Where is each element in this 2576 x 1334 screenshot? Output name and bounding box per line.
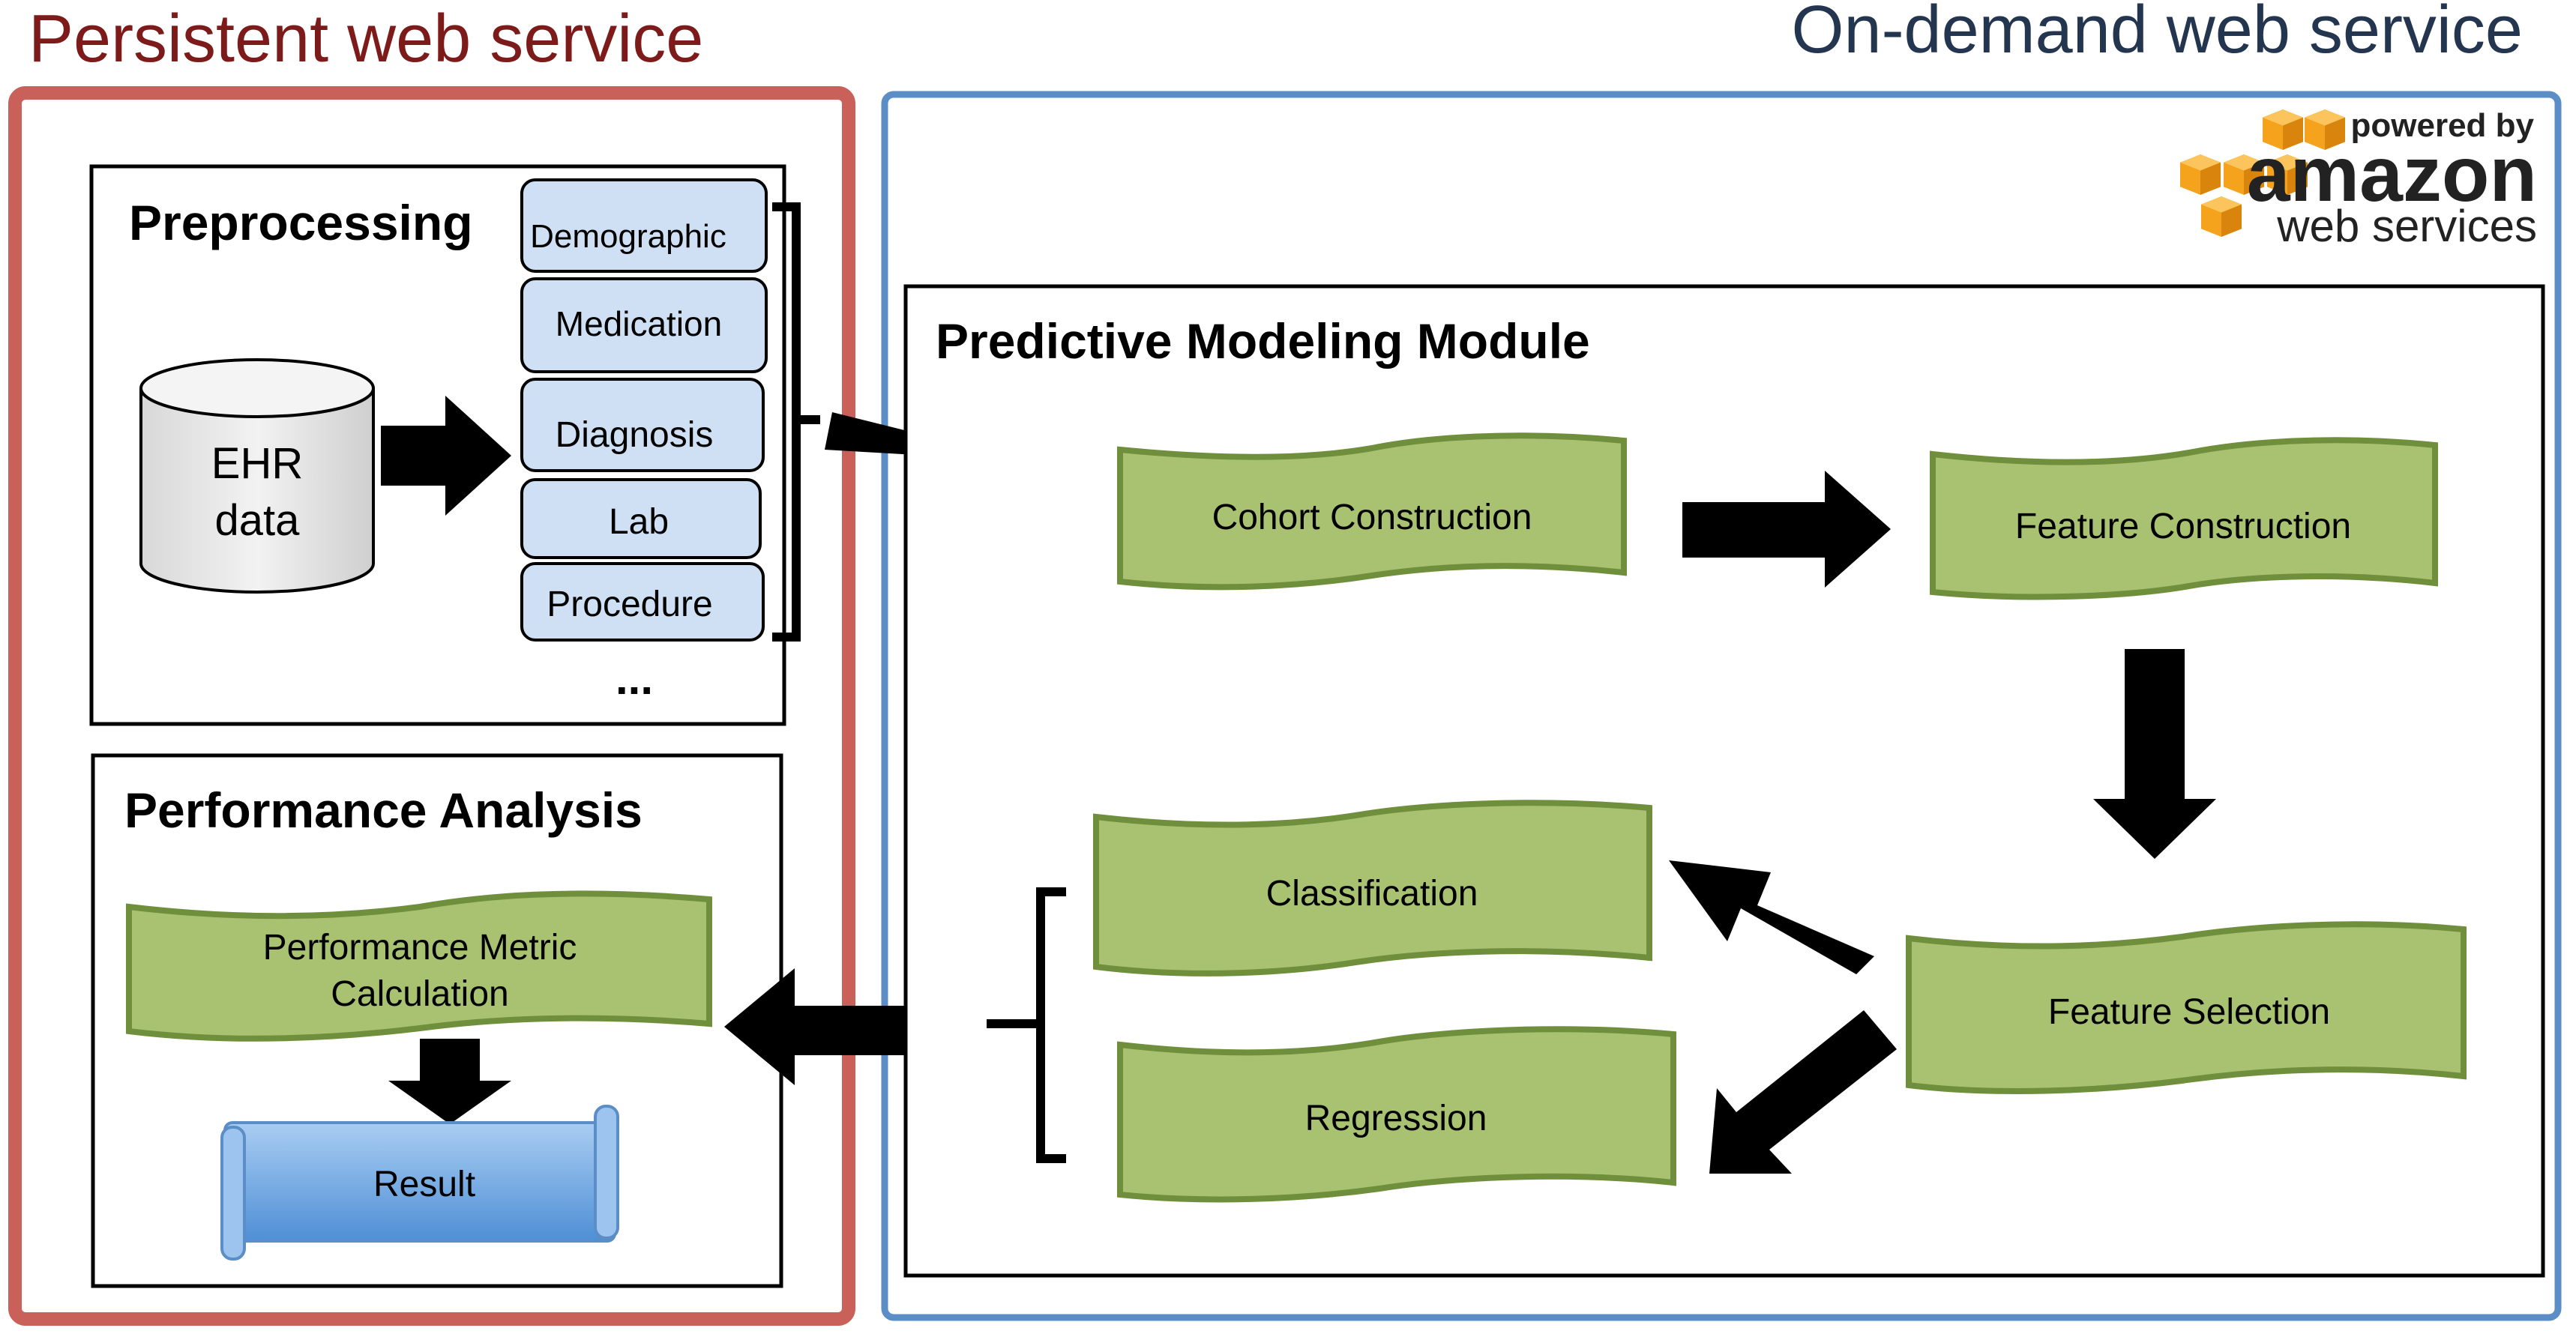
arrow-construction-to-selection [2093, 649, 2216, 859]
category-label: Procedure [547, 585, 712, 624]
ehr-label-line2: data [215, 496, 301, 545]
preprocessing-title: Preprocessing [129, 195, 473, 250]
performance-title: Performance Analysis [124, 782, 643, 838]
arrow-cohort-to-feature-construction [1682, 471, 1891, 588]
modeling-title: Predictive Modeling Module [936, 313, 1590, 369]
category-label: Demographic [530, 218, 726, 255]
arrow-selection-to-regression [1709, 1010, 1897, 1174]
category-diagnosis: Diagnosis [520, 378, 765, 472]
arrow-selection-to-classification [1669, 860, 1874, 974]
category-medication: Medication [520, 277, 768, 373]
category-lab: Lab [520, 478, 762, 559]
feature-selection-banner [1906, 921, 2467, 1094]
aws-powered-by: powered by [2351, 107, 2535, 144]
metric-label-line2: Calculation [331, 974, 508, 1014]
regression-banner [1117, 1026, 1676, 1203]
arrow-modeling-to-performance [724, 968, 966, 1085]
category-label: Diagnosis [556, 415, 714, 455]
classification-banner [1093, 800, 1652, 977]
result-label: Result [373, 1165, 475, 1204]
feature-construction-banner [1930, 437, 2438, 600]
arrow-ehr-to-categories [381, 396, 511, 516]
metric-banner [126, 890, 712, 1042]
classification-label: Classification [1266, 874, 1478, 914]
cohort-banner [1117, 432, 1627, 591]
metric-label-line1: Performance Metric [263, 928, 577, 968]
feature-construction-label: Feature Construction [2015, 507, 2351, 546]
result-scroll [220, 1105, 619, 1261]
ondemand-region-title: On-demand web service [1792, 0, 2523, 67]
ehr-label-line1: EHR [211, 439, 303, 488]
aws-subtitle: web services [2276, 201, 2537, 251]
category-label: Lab [609, 502, 669, 542]
aws-brand: amazon [2247, 131, 2537, 218]
ehr-database-icon [139, 358, 375, 594]
cohort-label: Cohort Construction [1212, 498, 1532, 537]
aws-logo: powered by amazon web services [2180, 107, 2537, 251]
category-demographic: Demographic [520, 178, 768, 273]
persistent-region-title: Persistent web service [28, 1, 703, 76]
category-procedure: Procedure [520, 562, 765, 642]
feature-selection-label: Feature Selection [2048, 992, 2330, 1032]
category-label: Medication [556, 304, 722, 343]
arrow-preprocessing-to-cohort [825, 412, 1099, 507]
regression-label: Regression [1305, 1099, 1487, 1138]
categories-brace [772, 202, 820, 642]
outcomes-brace [987, 887, 1066, 1163]
ondemand-region-frame [881, 91, 2562, 1321]
persistent-region-frame [8, 86, 855, 1326]
category-ellipsis: ... [616, 654, 653, 704]
arrow-metric-to-result [388, 1039, 511, 1124]
